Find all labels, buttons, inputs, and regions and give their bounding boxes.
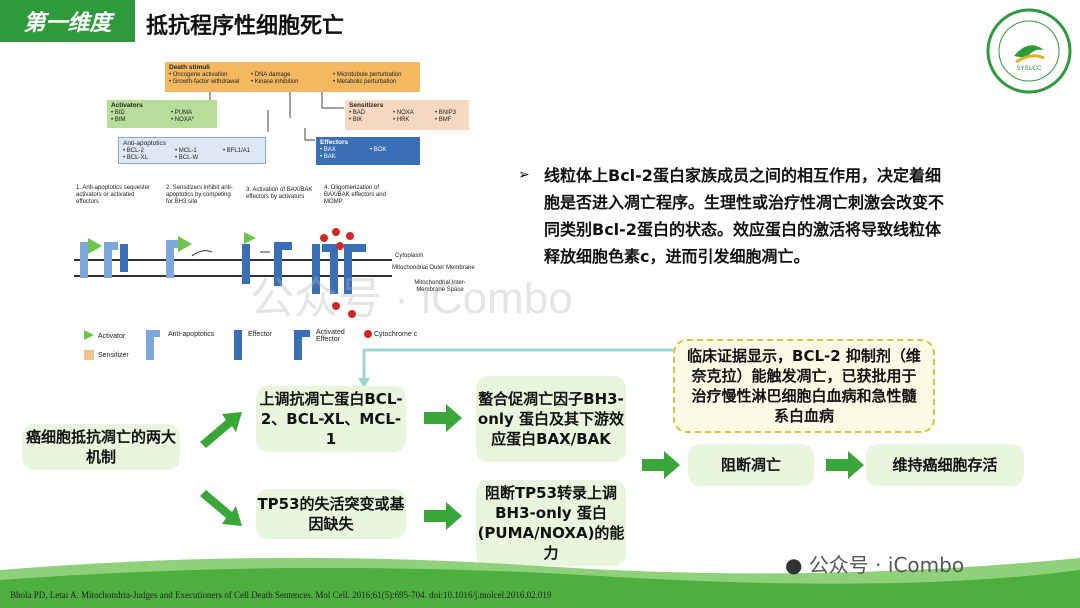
legend-cytochrome-c: Cytochrome c [374, 331, 418, 338]
down-arrow-icon [200, 490, 242, 526]
block-apoptosis-node: 阻断凋亡 [688, 444, 814, 486]
sensitizer-item: • BIK [349, 117, 363, 123]
anti-apoptotic-item: • BCL-2 [123, 148, 144, 154]
clinical-evidence-box: 临床证据显示，BCL-2 抑制剂（维奈克拉）能触发凋亡，已获批用于治疗慢性淋巴细… [673, 339, 935, 433]
stimulus-item: • Microtubule perturbation [333, 72, 402, 78]
sensitizer-item: • BMF [435, 117, 452, 123]
sensitizer-item: • BAD [349, 110, 366, 116]
stimulus-item: • DNA damage [251, 72, 291, 78]
account-watermark: ● 公众号 · iCombo [785, 549, 964, 578]
citation: Bhola PD, Letai A. Mitochondria-Judges a… [10, 590, 552, 600]
activators-title: Activators [111, 102, 143, 109]
legend-sensitizer: Sensitizer [98, 352, 129, 359]
death-stimuli-box: Death stimuli • Oncogene activation • Gr… [165, 62, 420, 92]
branch-arrows [200, 412, 242, 526]
right-arrow-icon [424, 404, 462, 432]
effector-item: • BAK [320, 154, 336, 160]
effectors-title: Effectors [320, 139, 349, 146]
bullet-text: 线粒体上Bcl-2蛋白家族成员之间的相互作用，决定着细胞是否进入凋亡程序。生理性… [544, 166, 945, 266]
membrane-schematic [74, 228, 392, 318]
activator-item: • NOXA* [171, 117, 195, 123]
stimulus-item: • Oncogene activation [169, 72, 228, 78]
legend-activator: Activator [98, 333, 126, 340]
sysucc-logo-icon: SYSUCC [986, 8, 1072, 94]
stimulus-item: • Growth-factor withdrawal [169, 79, 240, 85]
sensitizer-item: • HRK [393, 117, 410, 123]
stimulus-item: • Kinase inhibition [251, 79, 299, 85]
legend-shapes [84, 330, 372, 360]
anti-apoptotic-item: • MCL-1 [175, 148, 197, 154]
sensitizers-title: Sensitizers [349, 102, 384, 109]
sensitizers-box: Sensitizers • BAD • BIK • NOXA • HRK • B… [345, 100, 469, 130]
anti-apoptotics-box: Anti-apoptotics • BCL-2 • BCL-XL • MCL-1… [118, 137, 266, 164]
sensitizer-item: • BNIP3 [435, 110, 457, 116]
effectors-box: Effectors • BAX • BAK • BOK [316, 137, 420, 165]
right-arrow-icon [642, 451, 680, 479]
up-arrow-icon [200, 412, 242, 448]
bullet-arrow-icon: ➢ [518, 167, 530, 183]
effector-item: • BOK [370, 147, 387, 153]
bottom-wave [0, 557, 1080, 608]
right-arrow-icon [826, 451, 864, 479]
bullet-paragraph: ➢ 线粒体上Bcl-2蛋白家族成员之间的相互作用，决定着细胞是否进入凋亡程序。生… [518, 162, 952, 270]
wechat-icon: ● [785, 553, 803, 577]
sensitizer-item: • NOXA [393, 110, 414, 116]
root-node: 癌细胞抵抗凋亡的两大机制 [22, 424, 180, 470]
death-stimuli-title: Death stimuli [169, 64, 210, 71]
anti-apoptotics-title: Anti-apoptotics [123, 140, 166, 147]
effect-2-node: 阻断TP53转录上调BH3-only 蛋白(PUMA/NOXA)的能力 [476, 480, 626, 566]
mechanism-2-node: TP53的失活突变或基因缺失 [256, 489, 406, 539]
stimulus-item: • Metabolic perturbation [333, 79, 397, 85]
anti-apoptotic-item: • BCL-W [175, 155, 199, 161]
legend-activated-effector: Activated Effector [316, 329, 345, 343]
anti-apoptotic-item: • BCL-XL [123, 155, 148, 161]
activator-item: • BID [111, 110, 125, 116]
legend-effector: Effector [248, 331, 272, 338]
anti-apoptotic-item: • BFL1/A1 [223, 148, 251, 154]
page-title: 抵抗程序性细胞死亡 [146, 14, 345, 39]
result-node: 维持癌细胞存活 [866, 444, 1024, 486]
outer-membrane-label: Mitochondrial Outer Membrane [392, 265, 475, 271]
watermark-text: 公众号 · iCombo [808, 553, 965, 577]
evidence-connector [358, 348, 673, 388]
legend-anti-apoptotics: Anti-apoptotics [168, 331, 215, 338]
right-arrow-icon [424, 502, 462, 530]
step-label: 4. Oligomerization of BAX/BAK effectors … [324, 185, 386, 205]
logo-text: SYSUCC [1016, 66, 1042, 72]
step-label: 3. Activation of BAX/BAK effectors by ac… [246, 187, 313, 200]
effector-item: • BAX [320, 147, 336, 153]
inter-membrane-label: Mitochondrial Inter-Membrane Space [414, 280, 466, 293]
mechanism-1-node: 上调抗凋亡蛋白BCL-2、BCL-XL、MCL-1 [256, 386, 406, 452]
effect-1-node: 螯合促凋亡因子BH3-only 蛋白及其下游效应蛋白BAX/BAK [476, 376, 626, 462]
center-watermark: 公众号 · iCombo [250, 274, 573, 323]
step-label: 2. Sensitizers inhibit anti-apoptotics b… [166, 185, 233, 205]
activators-box: Activators • BID • BIM • PUMA • NOXA* [107, 100, 217, 128]
section-tag: 第一维度 [0, 0, 135, 42]
activator-item: • PUMA [171, 110, 193, 116]
step-label: 1. Anti-apoptotics sequester activators … [76, 185, 151, 205]
activator-item: • BIM [111, 117, 126, 123]
cytoplasm-label: Cytoplasm [395, 253, 424, 259]
